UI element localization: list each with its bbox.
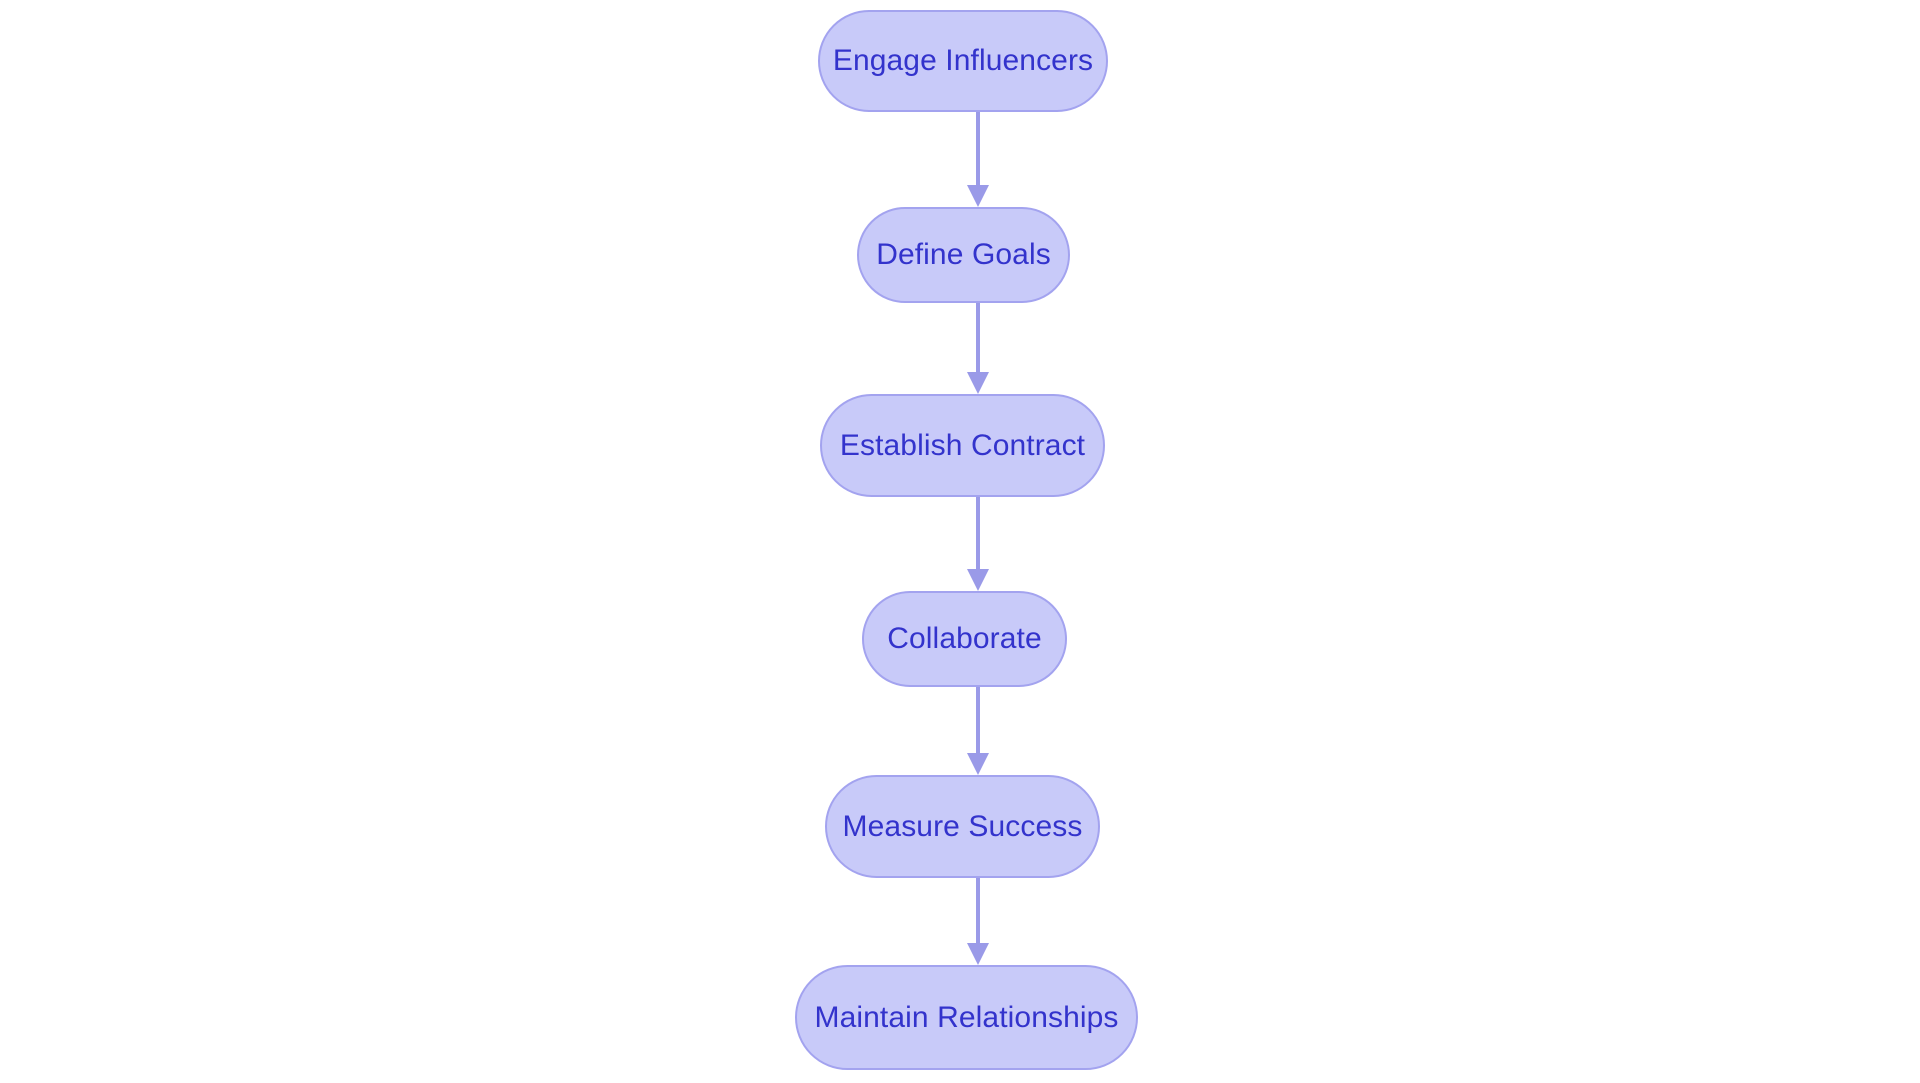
flow-node-label: Maintain Relationships (814, 1000, 1119, 1034)
arrowhead-icon (967, 372, 989, 394)
flow-node-define-goals[interactable]: Define Goals (857, 207, 1070, 303)
flow-node-label: Engage Influencers (832, 44, 1094, 77)
connector-line (976, 112, 980, 185)
arrowhead-icon (967, 943, 989, 965)
connector-line (976, 687, 980, 753)
flow-node-label: Measure Success (842, 809, 1083, 843)
arrowhead-icon (967, 753, 989, 775)
connector-line (976, 497, 980, 569)
flow-node-engage-influencers[interactable]: Engage Influencers (818, 10, 1108, 112)
flow-connector-3 (966, 497, 990, 591)
connector-line (976, 303, 980, 372)
arrowhead-icon (967, 185, 989, 207)
flow-node-measure-success[interactable]: Measure Success (825, 775, 1100, 878)
arrowhead-icon (967, 569, 989, 591)
flow-node-label: Collaborate (887, 622, 1042, 655)
flow-connector-4 (966, 687, 990, 775)
flow-connector-5 (966, 878, 990, 965)
flow-connector-1 (966, 112, 990, 207)
flow-node-establish-contract[interactable]: Establish Contract (820, 394, 1105, 497)
connector-line (976, 878, 980, 943)
flow-node-label: Define Goals (876, 238, 1051, 271)
flow-node-label: Establish Contract (839, 428, 1086, 462)
flow-connector-2 (966, 303, 990, 394)
flow-node-maintain-relationships[interactable]: Maintain Relationships (795, 965, 1138, 1070)
flow-node-collaborate[interactable]: Collaborate (862, 591, 1067, 687)
